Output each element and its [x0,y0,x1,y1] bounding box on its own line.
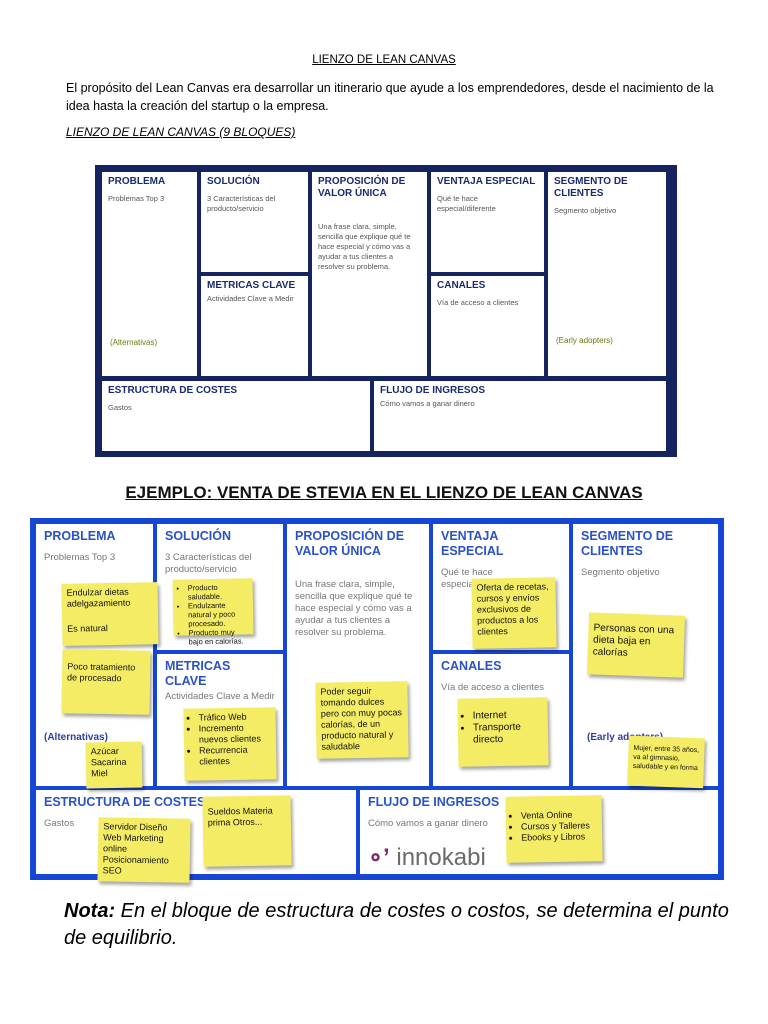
block-ingresos: FLUJO DE INGRESOS Cómo vamos a ganar din… [374,381,666,451]
note-item: Endulzante natural y poco procesado. [188,600,248,629]
block-subtitle: Una frase clara, simple, sencilla que ex… [318,222,411,271]
note-item: Cursos y Talleres [521,820,597,832]
sticky-note: Personas con una dieta baja en calorías [586,612,686,678]
sticky-note: Poco tratamiento de procesado [61,649,151,715]
block-subtitle: 3 Características del producto/servicio [207,194,276,213]
block-subtitle: Segmento objetivo [581,567,660,578]
block-title: FLUJO DE INGRESOS [380,385,486,396]
sticky-note: Sueldos Materia prima Otros... [202,795,292,867]
block-title: ESTRUCTURA DE COSTES [44,795,206,809]
block-title: METRICAS CLAVE [165,659,231,688]
note-text: Servidor Diseño Web Marketing online Pos… [102,821,169,876]
note-item: Ebooks y Libros [521,831,597,843]
note-text: Es natural [67,623,108,634]
block-canales: CANALES Vía de acceso a clientes [431,276,544,376]
sticky-note: Mujer, entre 35 años, va al gimnasio, sa… [627,735,705,789]
sticky-note: Azúcar Sacarina Miel [85,741,143,789]
sticky-note: Internet Transporte directo [457,697,549,767]
block-extra: (Alternativas) [44,732,108,743]
block-propuesta: PROPOSICIÓN DE VALOR ÚNICA Una frase cla… [312,172,427,376]
block-extra: (Early adopters) [587,732,664,743]
sticky-note: Tráfico Web Incremento nuevos clientes R… [183,707,277,781]
block-title: SOLUCIÓN [165,529,231,543]
note-paragraph: Nota: En el bloque de estructura de cost… [64,898,744,952]
note-text: Sueldos Materia prima Otros... [207,805,273,828]
block-subtitle: Cómo vamos a ganar dinero [368,818,488,829]
block-title: SEGMENTO DE CLIENTES [581,529,674,558]
canvas-subtitle: LIENZO DE LEAN CANVAS (9 BLOQUES) [66,125,296,139]
block-subtitle: Gastos [108,403,132,412]
note-item: Recurrencia clientes [199,744,271,767]
note-text: Mujer, entre 35 años, va al gimnasio, sa… [632,744,700,773]
block-subtitle: Qué te hace especial/diferente [437,194,496,213]
block-subtitle: Cómo vamos a ganar dinero [380,399,475,408]
block-title: PROPOSICIÓN DE VALOR ÚNICA [318,176,406,199]
note-item: Producto saludable. [188,582,248,602]
block-title: PROBLEMA [44,529,116,543]
innokabi-logo-icon: ∘’ [368,844,390,871]
block-title: METRICAS CLAVE [207,280,296,291]
block-title: VENTAJA ESPECIAL [437,176,536,187]
block-subtitle: Vía de acceso a clientes [441,682,544,693]
sticky-note: Endulzar dietas adelgazamiento Es natura… [61,582,159,646]
block-title: CANALES [441,659,502,673]
block-subtitle: Problemas Top 3 [108,194,165,203]
note-item: Incremento nuevos clientes [199,722,271,745]
block-title: VENTAJA ESPECIAL [441,529,504,558]
sticky-note: Producto saludable. Endulzante natural y… [172,578,254,646]
note-text: Poco tratamiento de procesado [66,661,136,684]
block-subtitle: Segmento objetivo [554,206,617,215]
block-title: ESTRUCTURA DE COSTES [108,385,238,396]
sticky-note: Oferta de recetas, cursos y envíos exclu… [471,577,557,649]
note-item: Producto muy bajo en calorías. [188,627,248,647]
block-title: PROBLEMA [108,176,166,187]
sticky-note: Venta Online Cursos y Talleres Ebooks y … [505,795,603,863]
note-text: Personas con una dieta baja en calorías [592,622,675,659]
innokabi-logo: ∘’ innokabi [368,843,486,872]
note-text: Azúcar Sacarina Miel [90,745,127,779]
block-extra: (Alternativas) [110,338,158,347]
note-text: Endulzar dietas adelgazamiento [66,586,131,609]
block-solucion: SOLUCIÓN 3 Características del producto/… [201,172,308,272]
block-metricas: METRICAS CLAVE Actividades Clave a Medir [201,276,308,376]
block-subtitle: Gastos [44,818,75,829]
note-text: Poder seguir tomando dulces pero con muy… [320,685,403,752]
block-subtitle: 3 Características del producto/servicio [165,552,252,575]
lean-canvas-template: PROBLEMA Problemas Top 3 (Alternativas) … [95,165,677,457]
sticky-note: Servidor Diseño Web Marketing online Pos… [97,817,191,883]
sticky-note: Poder seguir tomando dulces pero con muy… [315,681,409,759]
block-subtitle: Actividades Clave a Medir [165,691,275,702]
block-title: SEGMENTO DE CLIENTES [554,176,628,199]
block-title: SOLUCIÓN [207,176,260,187]
block-subtitle: Actividades Clave a Medir [207,294,294,303]
block-ventaja: VENTAJA ESPECIAL Qué te hace especial/di… [431,172,544,272]
note-body: En el bloque de estructura de costes o c… [64,900,729,949]
block-title: CANALES [437,280,486,291]
note-text: Oferta de recetas, cursos y envíos exclu… [476,581,549,637]
logo-text: innokabi [396,844,486,871]
note-item: Transporte directo [473,721,543,746]
block-segmento: SEGMENTO DE CLIENTES Segmento objetivo (… [548,172,666,376]
note-label: Nota: [64,900,116,922]
block-title: PROPOSICIÓN DE VALOR ÚNICA [295,529,405,558]
block-subtitle: Vía de acceso a clientes [437,298,519,307]
block-extra: (Early adopters) [556,336,613,345]
example-title: EJEMPLO: VENTA DE STEVIA EN EL LIENZO DE… [125,483,643,502]
document-title: LIENZO DE LEAN CANVAS [312,54,456,66]
example-block-costes: ESTRUCTURA DE COSTES Gastos [36,790,356,874]
block-subtitle: Problemas Top 3 [44,552,116,563]
block-costes: ESTRUCTURA DE COSTES Gastos [102,381,370,451]
block-problema: PROBLEMA Problemas Top 3 (Alternativas) [102,172,197,376]
block-title: FLUJO DE INGRESOS [368,795,500,809]
block-subtitle: Una frase clara, simple, sencilla que ex… [295,579,413,638]
intro-paragraph: El propósito del Lean Canvas era desarro… [66,81,714,113]
